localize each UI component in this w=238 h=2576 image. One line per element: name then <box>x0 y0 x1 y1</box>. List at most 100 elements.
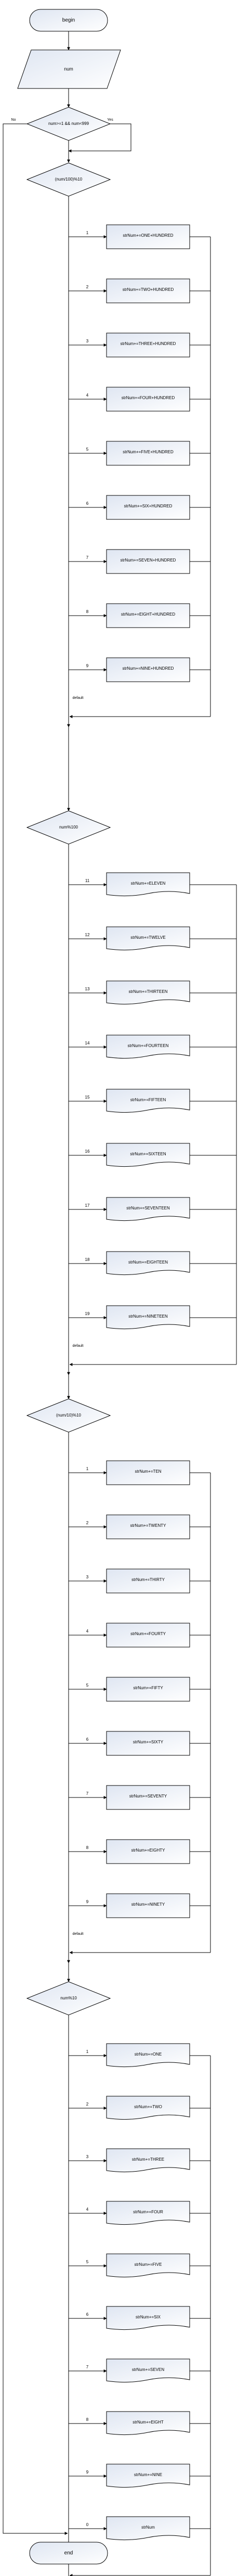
action-3-3-text: strNum+=THIRTY <box>131 1577 165 1582</box>
action-box <box>106 1089 190 1113</box>
case-1-5-label: 5 <box>86 447 89 452</box>
range-check-diamond <box>26 107 111 141</box>
action-3-7-text: strNum+=SEVENTY <box>129 1794 167 1799</box>
case-4-1-label: 1 <box>86 2049 89 2054</box>
switch-3-diamond-text: (num/10)%10 <box>56 1413 82 1418</box>
action-3-5-text: strNum+=FIFTY <box>133 1686 163 1690</box>
action-2-18-text: strNum+=EIGHTEEN <box>128 1260 168 1265</box>
action-3-1-text: strNum+=TEN <box>135 1469 161 1474</box>
action-3-9-text: strNum+=NINETY <box>131 1902 165 1907</box>
action-box <box>106 2043 190 2068</box>
action-box <box>106 2411 190 2435</box>
action-box <box>106 1839 190 1864</box>
action-1-5-text: strNum+=FIVE+HUNDRED <box>123 450 174 454</box>
action-1-7-text: strNum+=SEVEN+HUNDRED <box>121 558 176 563</box>
switch-1-diamond <box>26 162 111 197</box>
case-3-1-label: 1 <box>86 1466 89 1471</box>
action-4-3-text: strNum+=THREE <box>132 2157 164 2162</box>
action-box <box>106 1785 190 1810</box>
range-check-diamond-text: num>=1 && num<999 <box>48 121 89 126</box>
case-4-9-label: 9 <box>86 2470 89 2475</box>
case-4-0-label: 0 <box>86 2522 89 2527</box>
action-box <box>106 278 190 303</box>
case-3-3-label: 3 <box>86 1575 89 1579</box>
default-3-label: default <box>72 1932 83 1936</box>
action-box <box>106 224 190 249</box>
action-4-4-text: strNum+=FOUR <box>133 2210 163 2214</box>
default-1-label: default <box>72 696 83 700</box>
switch-2-diamond <box>26 810 111 845</box>
input-num-parallelogram <box>17 49 121 89</box>
action-2-13-text: strNum+=THIRTEEN <box>129 989 168 994</box>
action-box <box>106 495 190 520</box>
range-no-label: No <box>11 118 16 122</box>
case-4-8-label: 8 <box>86 2417 89 2422</box>
case-4-3-label: 3 <box>86 2154 89 2159</box>
range-no-line <box>3 123 68 2535</box>
action-box <box>106 2201 190 2225</box>
action-box <box>106 2516 190 2541</box>
action-box <box>106 441 190 466</box>
case-3-5-label: 5 <box>86 1683 89 1688</box>
case-1-2-label: 2 <box>86 285 89 289</box>
case-3-9-label: 9 <box>86 1899 89 1904</box>
case-4-6-label: 6 <box>86 2312 89 2317</box>
begin-label: begin <box>62 18 75 23</box>
action-box <box>106 657 190 682</box>
action-box <box>106 333 190 358</box>
case-3-7-label: 7 <box>86 1791 89 1796</box>
action-4-6-text: strNum+=SIX <box>136 2315 161 2319</box>
case-1-3-label: 3 <box>86 339 89 343</box>
range-yes-line <box>68 123 131 152</box>
case-1-6-label: 6 <box>86 501 89 506</box>
action-box <box>106 1893 190 1918</box>
action-box <box>106 1197 190 1221</box>
action-box <box>106 1460 190 1485</box>
case-2-12-label: 12 <box>85 933 90 937</box>
switch-4-diamond-text: num%10 <box>60 1996 77 2000</box>
action-2-19-text: strNum+=NINETEEN <box>128 1314 168 1319</box>
action-box <box>106 1305 190 1330</box>
action-box <box>106 1568 190 1593</box>
case-1-9-label: 9 <box>86 664 89 668</box>
default-2-label: default <box>72 1344 83 1348</box>
switch-4-diamond <box>26 1981 111 2016</box>
action-1-8-text: strNum+=EIGHT+HUNDRED <box>121 612 175 617</box>
action-3-4-text: strNum+=FOURTY <box>130 1631 166 1636</box>
case-1-8-label: 8 <box>86 609 89 614</box>
case-3-8-label: 8 <box>86 1845 89 1850</box>
case-3-6-label: 6 <box>86 1737 89 1742</box>
action-3-2-text: strNum+=TWENTY <box>130 1523 167 1528</box>
case-1-1-label: 1 <box>86 231 89 235</box>
action-4-0-text: strNum <box>141 2525 155 2530</box>
case-1-7-label: 7 <box>86 555 89 560</box>
action-box <box>106 2148 190 2173</box>
action-2-17-text: strNum+=SEVENTEEN <box>126 1206 170 1210</box>
action-2-14-text: strNum+=FOURTEEN <box>128 1043 169 1048</box>
action-box <box>106 1251 190 1276</box>
action-4-7-text: strNum+=SEVEN <box>132 2367 164 2372</box>
action-box <box>106 872 190 897</box>
action-3-6-text: strNum+=SIXTY <box>133 1740 164 1744</box>
action-box <box>106 2358 190 2383</box>
action-2-11-text: strNum+=ELEVEN <box>131 881 166 886</box>
switch-3-diamond <box>26 1398 111 1433</box>
action-box <box>106 2096 190 2120</box>
action-box <box>106 1677 190 1702</box>
action-1-4-text: strNum+=FOUR+HUNDRED <box>122 396 175 400</box>
case-3-4-label: 4 <box>86 1629 89 1634</box>
action-box <box>106 1623 190 1648</box>
action-4-2-text: strNum+=TWO <box>134 2105 162 2109</box>
switch-1-diamond-text: (num/100)%10 <box>55 177 83 182</box>
action-box <box>106 2306 190 2330</box>
action-2-12-text: strNum+=TWELVE <box>130 935 165 940</box>
case-4-5-label: 5 <box>86 2260 89 2264</box>
action-box <box>106 1035 190 1059</box>
range-yes-label: Yes <box>107 118 113 122</box>
action-1-3-text: strNum+=THREE+HUNDRED <box>121 341 176 346</box>
case-2-14-label: 14 <box>85 1041 90 1045</box>
action-box <box>106 926 190 951</box>
case-4-2-label: 2 <box>86 2102 89 2107</box>
case-2-13-label: 13 <box>85 987 90 991</box>
